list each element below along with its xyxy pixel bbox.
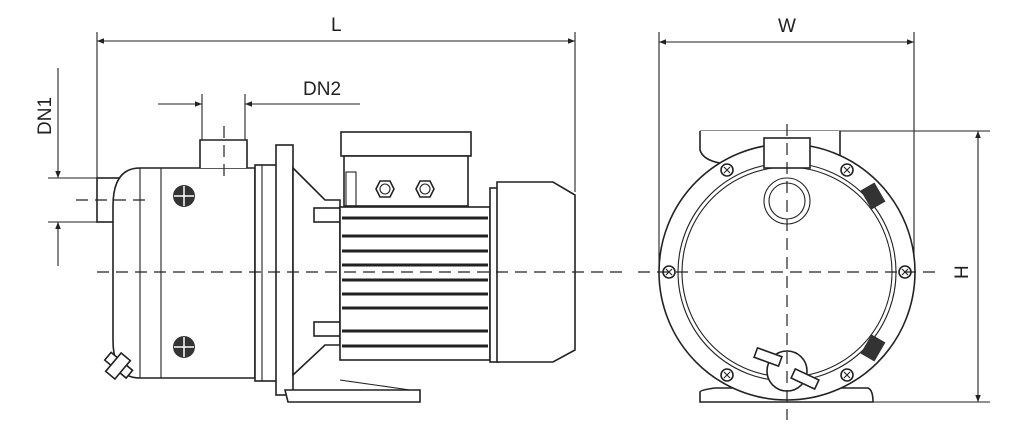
- motor-cooling-fins: [339, 206, 491, 361]
- inlet-label: DN1: [35, 97, 56, 135]
- plug-icon: [860, 182, 886, 210]
- height-label: H: [952, 265, 973, 279]
- terminal-box-lid: [340, 131, 472, 157]
- motor-flange: [275, 144, 294, 396]
- drain-valve-icon: [103, 351, 134, 381]
- height-dimension: H: [700, 130, 990, 403]
- cable-gland-icon: [415, 180, 435, 198]
- cable-gland-icon: [375, 180, 395, 198]
- outlet-label: DN2: [303, 79, 341, 100]
- side-view: L DN2 DN1: [35, 15, 622, 403]
- outlet-dimension: DN2: [158, 79, 360, 140]
- length-label: L: [331, 15, 342, 36]
- pump-foot: [283, 389, 421, 403]
- length-dimension: L: [96, 15, 576, 192]
- width-label: W: [778, 16, 796, 37]
- plug-icon: [860, 334, 886, 362]
- seal-ring: [254, 164, 278, 382]
- inlet-dimension: DN1: [35, 68, 100, 266]
- plug-icon: [173, 185, 195, 207]
- plug-icon: [173, 336, 195, 358]
- width-dimension: W: [658, 16, 915, 272]
- terminal-box: [343, 155, 469, 207]
- front-view: W H: [638, 16, 990, 420]
